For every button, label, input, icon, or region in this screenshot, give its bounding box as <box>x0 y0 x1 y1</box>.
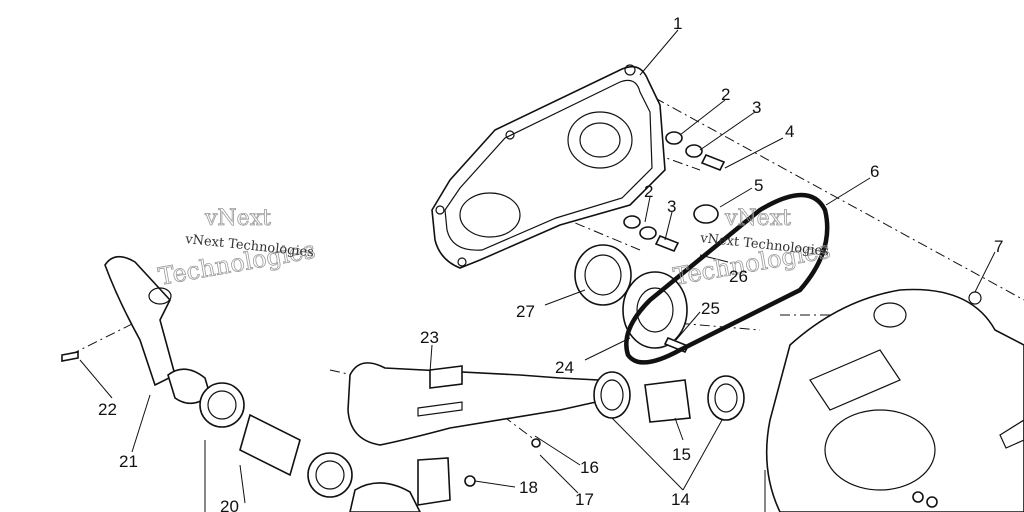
watermark-left-line1: vNext <box>204 206 271 231</box>
callout-27: 27 <box>516 302 535 321</box>
inner-clutch-cover <box>431 64 666 269</box>
callout-21: 21 <box>119 452 138 471</box>
hardware-top <box>623 131 726 253</box>
callout-5: 5 <box>754 176 763 195</box>
callout-2-top: 2 <box>721 85 730 104</box>
callout-23: 23 <box>420 328 439 347</box>
hose-clamps-left <box>199 382 421 512</box>
outer-clutch-cover <box>765 288 1024 512</box>
intake-duct-center <box>347 362 599 506</box>
intake-duct-left <box>61 255 211 405</box>
seal-and-bearing-plate <box>574 244 690 354</box>
callout-4: 4 <box>785 122 794 141</box>
callout-7: 7 <box>994 237 1003 256</box>
callout-6: 6 <box>870 162 879 181</box>
callout-3-lower: 3 <box>667 197 676 216</box>
callout-17: 17 <box>575 490 594 509</box>
callout-24: 24 <box>555 358 574 377</box>
hose-clamps-right <box>593 371 745 423</box>
callout-14: 14 <box>671 490 690 509</box>
callout-15: 15 <box>672 445 691 464</box>
drive-belt <box>624 192 830 365</box>
callout-26: 26 <box>729 267 748 286</box>
callout-2-lower: 2 <box>644 182 653 201</box>
leader-lines <box>79 29 996 512</box>
callout-25: 25 <box>701 299 720 318</box>
callout-18: 18 <box>519 478 538 497</box>
callout-1: 1 <box>673 14 682 33</box>
watermark-left: vNext Technologies vNext Technologies <box>156 206 318 292</box>
watermark-right-line1: vNext <box>724 206 791 231</box>
callout-labels: 1 2 3 4 5 6 7 2 3 26 27 25 24 23 22 21 2… <box>98 14 1003 512</box>
callout-20: 20 <box>220 497 239 512</box>
callout-16: 16 <box>580 458 599 477</box>
callout-22: 22 <box>98 400 117 419</box>
callout-3-top: 3 <box>752 98 761 117</box>
